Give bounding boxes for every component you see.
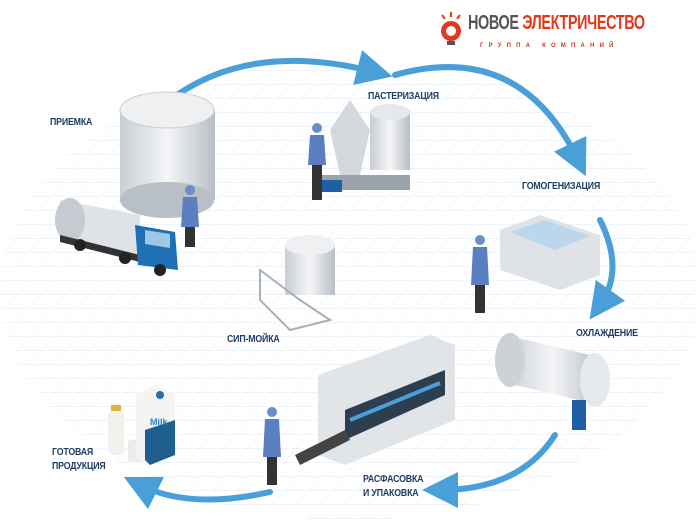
worker-reception xyxy=(181,185,199,247)
label-pasteurization: ПАСТЕРИЗАЦИЯ xyxy=(368,91,439,102)
arrow-reception-to-pasteurization xyxy=(167,50,393,103)
label-packing-line2: И УПАКОВКА xyxy=(363,488,419,499)
cip-station xyxy=(259,235,335,332)
label-cip: СИП-МОЙКА xyxy=(227,334,280,345)
logo-name: НОВОЕ ЭЛЕКТРИЧЕСТВО xyxy=(468,12,645,35)
label-product-line2: ПРОДУКЦИЯ xyxy=(52,461,106,472)
flow-arrows xyxy=(123,50,626,510)
label-packing: РАСФАСОВКА И УПАКОВКА xyxy=(363,473,423,501)
company-logo: НОВОЕ ЭЛЕКТРИЧЕСТВО ГРУППА КОМПАНИЙ xyxy=(438,10,645,55)
logo-name-part1: НОВОЕ xyxy=(468,12,519,34)
label-packing-line1: РАСФАСОВКА xyxy=(363,474,424,485)
homogenizer xyxy=(471,215,600,313)
arrow-homogenization-to-cooling xyxy=(589,217,626,320)
cooling-tank xyxy=(495,333,610,430)
carton-label: Milk xyxy=(150,417,168,427)
label-product: ГОТОВАЯ ПРОДУКЦИЯ xyxy=(52,446,106,474)
packing-machine xyxy=(263,335,455,485)
label-cooling: ОХЛАЖДЕНИЕ xyxy=(576,328,638,339)
pasteurizer xyxy=(308,100,410,200)
milk-truck xyxy=(55,198,178,276)
label-homogenization: ГОМОГЕНИЗАЦИЯ xyxy=(522,181,601,192)
logo-name-part2: ЭЛЕКТРИЧЕСТВО xyxy=(522,12,645,34)
finished-products: Milk xyxy=(108,385,175,465)
arrow-pasteurization-to-homogenization xyxy=(392,64,587,177)
arrow-packing-to-product xyxy=(123,476,273,510)
reception-tank xyxy=(119,91,215,218)
lightbulb-icon xyxy=(441,12,461,45)
arrow-cooling-to-packing xyxy=(422,432,558,508)
label-reception: ПРИЕМКА xyxy=(50,117,93,128)
logo-subtitle: ГРУППА КОМПАНИЙ xyxy=(480,43,619,49)
label-product-line1: ГОТОВАЯ xyxy=(52,447,94,458)
